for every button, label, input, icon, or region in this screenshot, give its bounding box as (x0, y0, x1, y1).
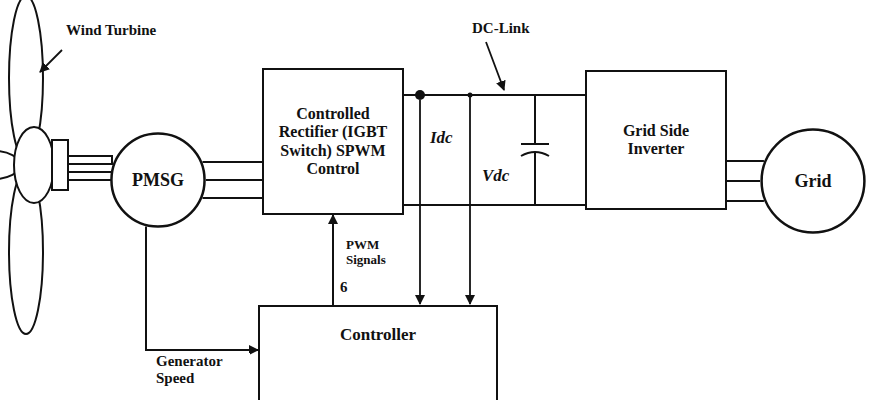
node-text: Controller (340, 325, 416, 345)
inverter-box: Grid Side Inverter (585, 70, 727, 210)
leader-line (486, 42, 504, 90)
node-text: Grid (794, 171, 831, 192)
node-text: Controlled Rectifier (IGBT Switch) SPWM … (270, 105, 396, 179)
node-text-group: Grid Side Inverter (587, 118, 725, 163)
rectifier-box: Controlled Rectifier (IGBT Switch) SPWM … (262, 68, 404, 215)
node-text: Grid Side Inverter (593, 122, 719, 159)
part-label: Wind Turbine (64, 22, 158, 39)
signal-name: PWM Signals (344, 238, 410, 268)
dc-link-capacitor (521, 95, 549, 205)
connector (202, 162, 262, 198)
node-text-group: Grid (788, 167, 837, 196)
current-sensor (415, 90, 425, 304)
connector (727, 161, 764, 201)
edge-label: Generator Speed (154, 353, 250, 388)
turbine-blades (0, 0, 112, 334)
connector (146, 226, 258, 350)
leader-line (40, 50, 62, 72)
part-label: DC-Link (470, 20, 532, 37)
connector (404, 95, 585, 205)
controller-box: Controller (258, 305, 498, 400)
node-text-group: Controlled Rectifier (IGBT Switch) SPWM … (264, 101, 402, 183)
signal-name: Vdc (480, 166, 511, 186)
connector (333, 215, 334, 305)
generator-circle: PMSG (110, 132, 206, 228)
node-text-group: Controller (334, 321, 422, 349)
signal-name: Idc (428, 128, 455, 148)
voltage-sense (468, 93, 473, 305)
node-text: PMSG (132, 170, 184, 191)
grid-circle: Grid (760, 128, 866, 234)
node-text-group: PMSG (126, 166, 190, 195)
edge-label: 6 (338, 279, 350, 296)
